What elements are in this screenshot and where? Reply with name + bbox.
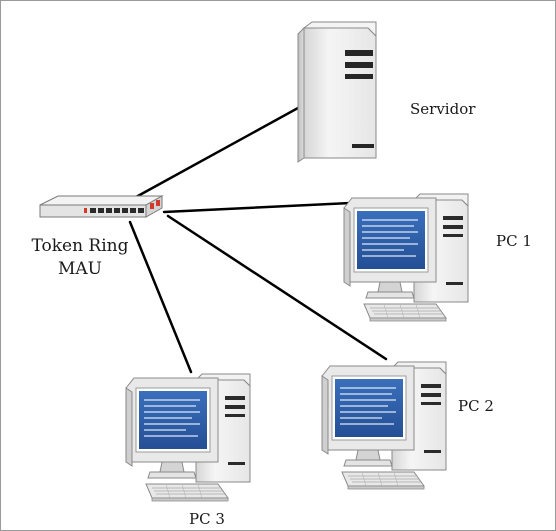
pc2-label: PC 2 xyxy=(458,397,494,415)
link-mau-servidor xyxy=(134,95,320,199)
mau-label-line1: Token Ring xyxy=(31,236,129,256)
link-mau-pc3 xyxy=(128,220,193,374)
servidor-label: Servidor xyxy=(410,100,476,118)
desktop-pc-icon-3 xyxy=(125,373,251,502)
link-mau-pc2 xyxy=(166,214,388,361)
mau-label: Token Ring MAU xyxy=(24,235,136,281)
server-tower-icon xyxy=(297,21,377,163)
mau-label-line2: MAU xyxy=(57,259,102,279)
desktop-pc-icon-1 xyxy=(343,193,469,322)
network-switch-icon xyxy=(39,195,164,218)
desktop-pc-icon-2 xyxy=(321,361,447,490)
pc1-label: PC 1 xyxy=(496,232,532,250)
pc3-label: PC 3 xyxy=(189,510,225,528)
